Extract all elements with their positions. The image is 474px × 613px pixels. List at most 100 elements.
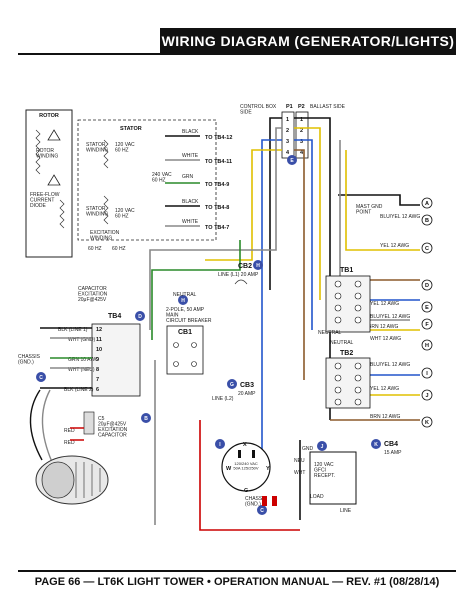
svg-text:K: K <box>374 442 378 448</box>
cb2-desc: LINE (L1) 20 AMP <box>218 272 259 278</box>
callout-k-cb4 <box>371 439 381 449</box>
svg-text:10: 10 <box>96 347 102 353</box>
wire-red <box>199 420 300 531</box>
wire-blue-2 <box>261 139 282 340</box>
svg-text:3: 3 <box>286 139 289 145</box>
tb2-label: TB2 <box>340 350 353 357</box>
output-color: GRN <box>182 174 194 180</box>
svg-text:D: D <box>425 283 429 289</box>
output-dest: TO TB4-8 <box>205 205 229 211</box>
output-dest: TO TB4-11 <box>205 159 232 165</box>
svg-text:3: 3 <box>300 139 303 145</box>
excitation-freq2: 60 HZ <box>112 246 126 252</box>
callout-e <box>421 301 433 313</box>
svg-text:1: 1 <box>300 117 303 123</box>
receptacle-icon <box>221 442 271 492</box>
svg-text:J: J <box>425 393 428 399</box>
callout-a <box>421 197 433 209</box>
callout-c <box>421 242 433 254</box>
svg-text:12: 12 <box>96 327 102 333</box>
wire-brown <box>294 149 305 380</box>
stator-coil-a <box>103 139 109 169</box>
svg-text:C: C <box>39 375 43 381</box>
stator-coil-b <box>103 195 109 225</box>
callout-h-cb1 <box>178 295 188 305</box>
tb1: TB1 NEUTRAL <box>318 267 371 336</box>
svg-text:B: B <box>144 416 148 422</box>
callout-b-cap <box>141 413 151 423</box>
wire-label: YEL 12 AWG <box>370 301 399 307</box>
wire-labels: BLU/YEL 12 AWG YEL 12 AWG YEL 12 AWG BLU… <box>368 214 420 420</box>
wire-label: WHT 12 AWG <box>370 336 401 342</box>
neutral-cb1: NEUTRAL <box>173 292 197 298</box>
svg-text:2: 2 <box>286 128 289 134</box>
wire-green <box>151 240 241 340</box>
wire-label: BLU/YEL 12 AWG <box>380 214 420 220</box>
chassis-2-label: CHASSIS(GND.) <box>245 496 268 508</box>
wire-yellow-3 <box>345 150 420 251</box>
cb3: CB3 20 AMP LINE (L2) <box>212 382 256 402</box>
neutral-label-2: NEUTRAL <box>330 340 354 346</box>
cb1-label: CB1 <box>178 329 192 336</box>
output-color: BLACK <box>182 199 199 205</box>
svg-text:8: 8 <box>96 367 99 373</box>
svg-text:A: A <box>425 201 429 207</box>
callout-d-tb4 <box>135 311 145 321</box>
tb2-block <box>325 357 371 409</box>
wire-mast <box>338 194 420 206</box>
cb4: CB4 15 AMP <box>384 441 402 456</box>
wire-yellow <box>294 127 321 300</box>
page-title: WIRING DIAGRAM (GENERATOR/LIGHTS) <box>160 28 456 54</box>
callout-i-rec <box>215 439 225 449</box>
rotor-title: ROTOR <box>39 113 59 119</box>
callout-c-chassis <box>36 372 46 382</box>
harness <box>149 117 420 531</box>
callout-h <box>421 339 433 351</box>
stator-title: STATOR <box>120 126 142 132</box>
stator-outputs: BLACK TO TB4-12 WHITE TO TB4-11 GRN TO T… <box>165 129 232 231</box>
svg-text:H: H <box>256 263 260 269</box>
tb4-block <box>91 323 141 397</box>
wire-label: BRN 12 AWG <box>368 324 398 330</box>
svg-text:E: E <box>425 305 429 311</box>
cb2-label: CB2 <box>238 263 252 270</box>
output-dest: TO TB4-7 <box>205 225 229 231</box>
gfci-neu: NEU <box>294 458 305 464</box>
red-label-2: RED <box>64 440 75 446</box>
svg-text:4: 4 <box>286 150 290 156</box>
output-color: BLACK <box>182 129 199 135</box>
output-dest: TO TB4-9 <box>205 182 229 188</box>
wire-label: BLU/YEL 12 AWG <box>370 314 410 320</box>
output-color: WHITE <box>182 153 199 159</box>
title-rule <box>18 53 456 55</box>
svg-text:G: G <box>244 488 248 494</box>
gfci-box <box>309 451 357 505</box>
svg-text:J: J <box>321 444 324 450</box>
output-color: WHITE <box>182 219 199 225</box>
diode-icon <box>47 174 61 186</box>
callout-e-blue <box>287 155 297 165</box>
tb4-wire-label: WHT (NEU) <box>68 367 95 373</box>
svg-text:C: C <box>425 246 429 252</box>
gfci-wht: WHT <box>294 470 305 476</box>
svg-text:4: 4 <box>300 150 304 156</box>
wire-blue <box>294 139 313 330</box>
p2-connector <box>295 111 309 159</box>
output-dest: TO TB4-12 <box>205 135 232 141</box>
svg-text:I: I <box>426 371 428 377</box>
tb4-wire-label: GRN 10 AWG <box>68 357 99 363</box>
svg-text:B: B <box>425 218 429 224</box>
tb4-wire-label: BLK (LINE 2) <box>64 387 94 393</box>
gfci-load: LOAD <box>310 494 324 500</box>
